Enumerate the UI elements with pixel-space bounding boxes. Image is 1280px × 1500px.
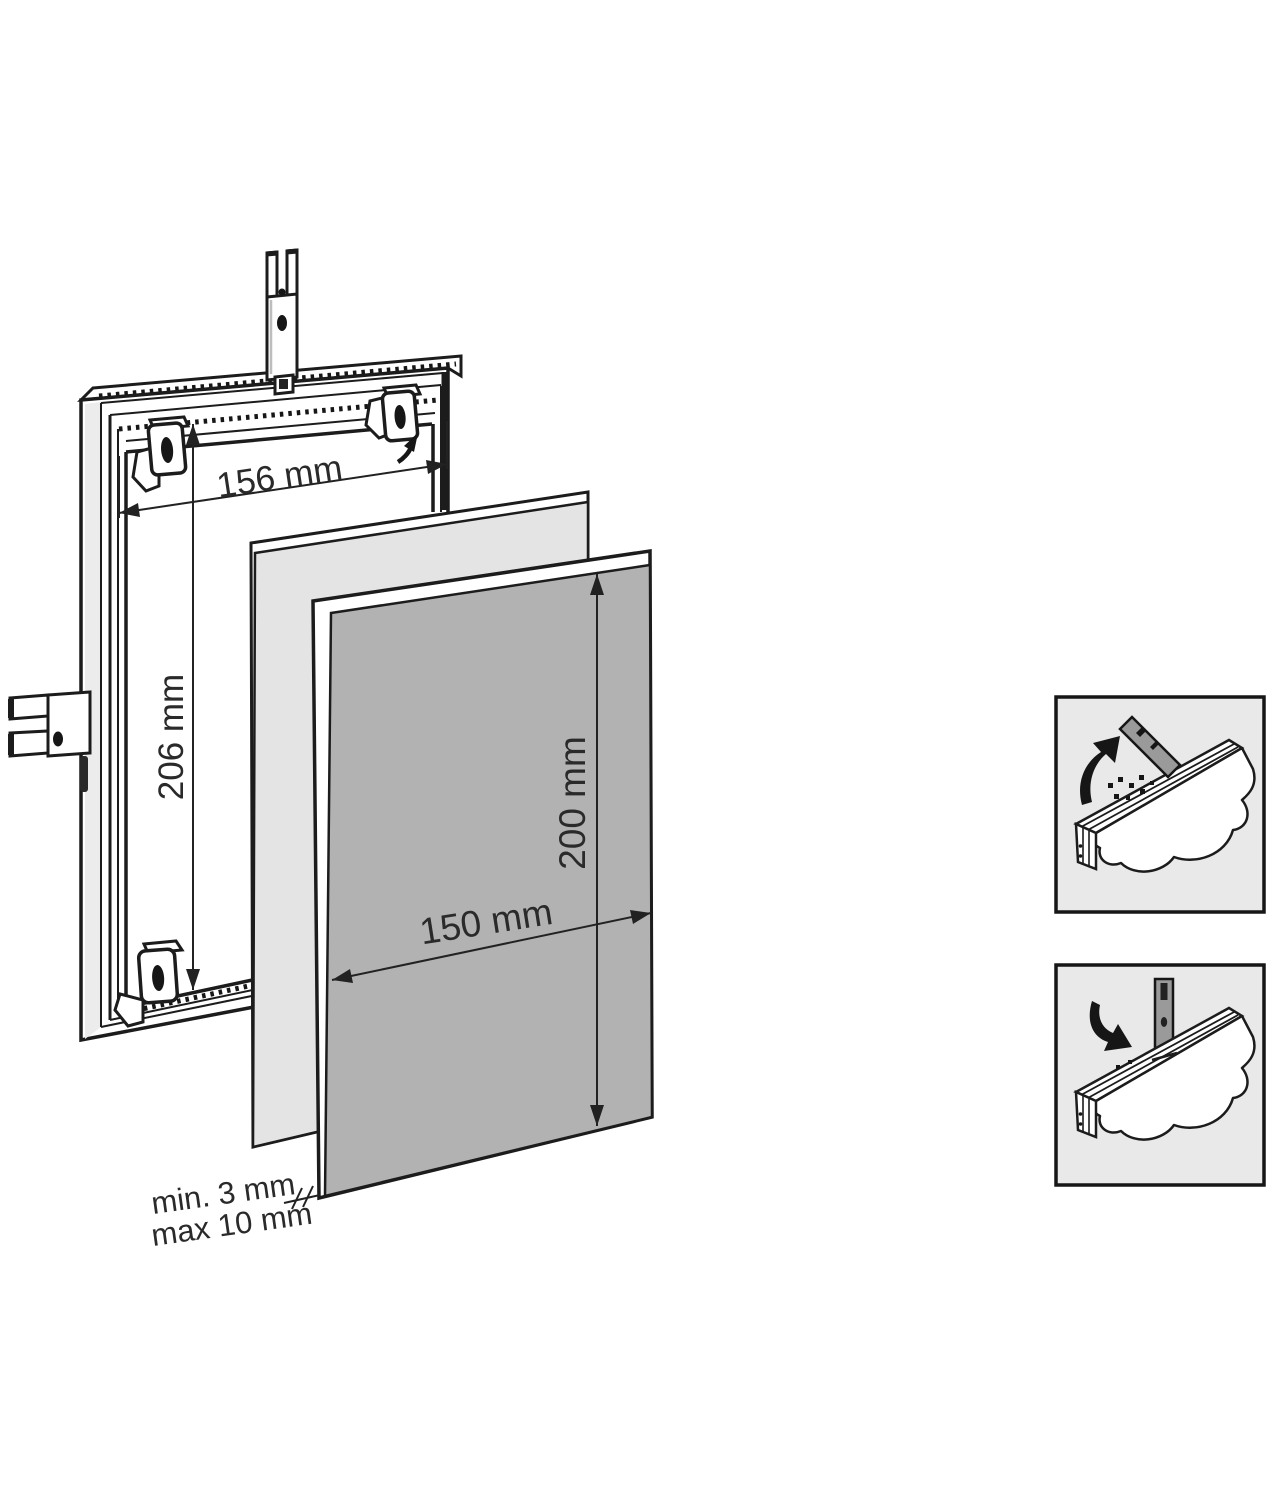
frame-clip-bottom-left — [113, 939, 185, 1028]
frame-left-groove — [85, 402, 101, 1039]
frame-clip-top-left — [131, 415, 191, 493]
inset-step-1 — [1054, 695, 1266, 914]
rotate-down-arrow-icon — [1089, 1001, 1132, 1051]
panel-height-label: 200 mm — [552, 736, 593, 870]
frame-clip-top-right — [364, 383, 423, 443]
clip-tilt-insert-icon — [1073, 715, 1256, 873]
side-bracket-hole — [53, 731, 63, 747]
rotate-up-arrow-icon — [1080, 736, 1120, 805]
side-bracket-clamp — [80, 756, 88, 792]
thickness-note: min. 3 mm max 10 mm — [149, 1166, 321, 1253]
clip-rotate-arrow-icon — [396, 433, 418, 464]
hanger-slot-end-hole — [278, 288, 286, 296]
inset-step-2 — [1054, 963, 1266, 1187]
hanger-hole — [277, 315, 287, 331]
thickness-tick-icon — [283, 1185, 321, 1210]
hanger-foot — [279, 379, 288, 389]
top-hanger-bracket — [265, 248, 299, 396]
dimension-frame-height: 206 mm — [152, 424, 200, 990]
tile-panel — [311, 548, 654, 1201]
side-hanger-bracket — [8, 690, 92, 792]
frame-height-label: 206 mm — [152, 674, 191, 800]
clip-upright-locked-icon — [1073, 977, 1256, 1141]
dimension-panel-height: 200 mm — [552, 574, 604, 1126]
